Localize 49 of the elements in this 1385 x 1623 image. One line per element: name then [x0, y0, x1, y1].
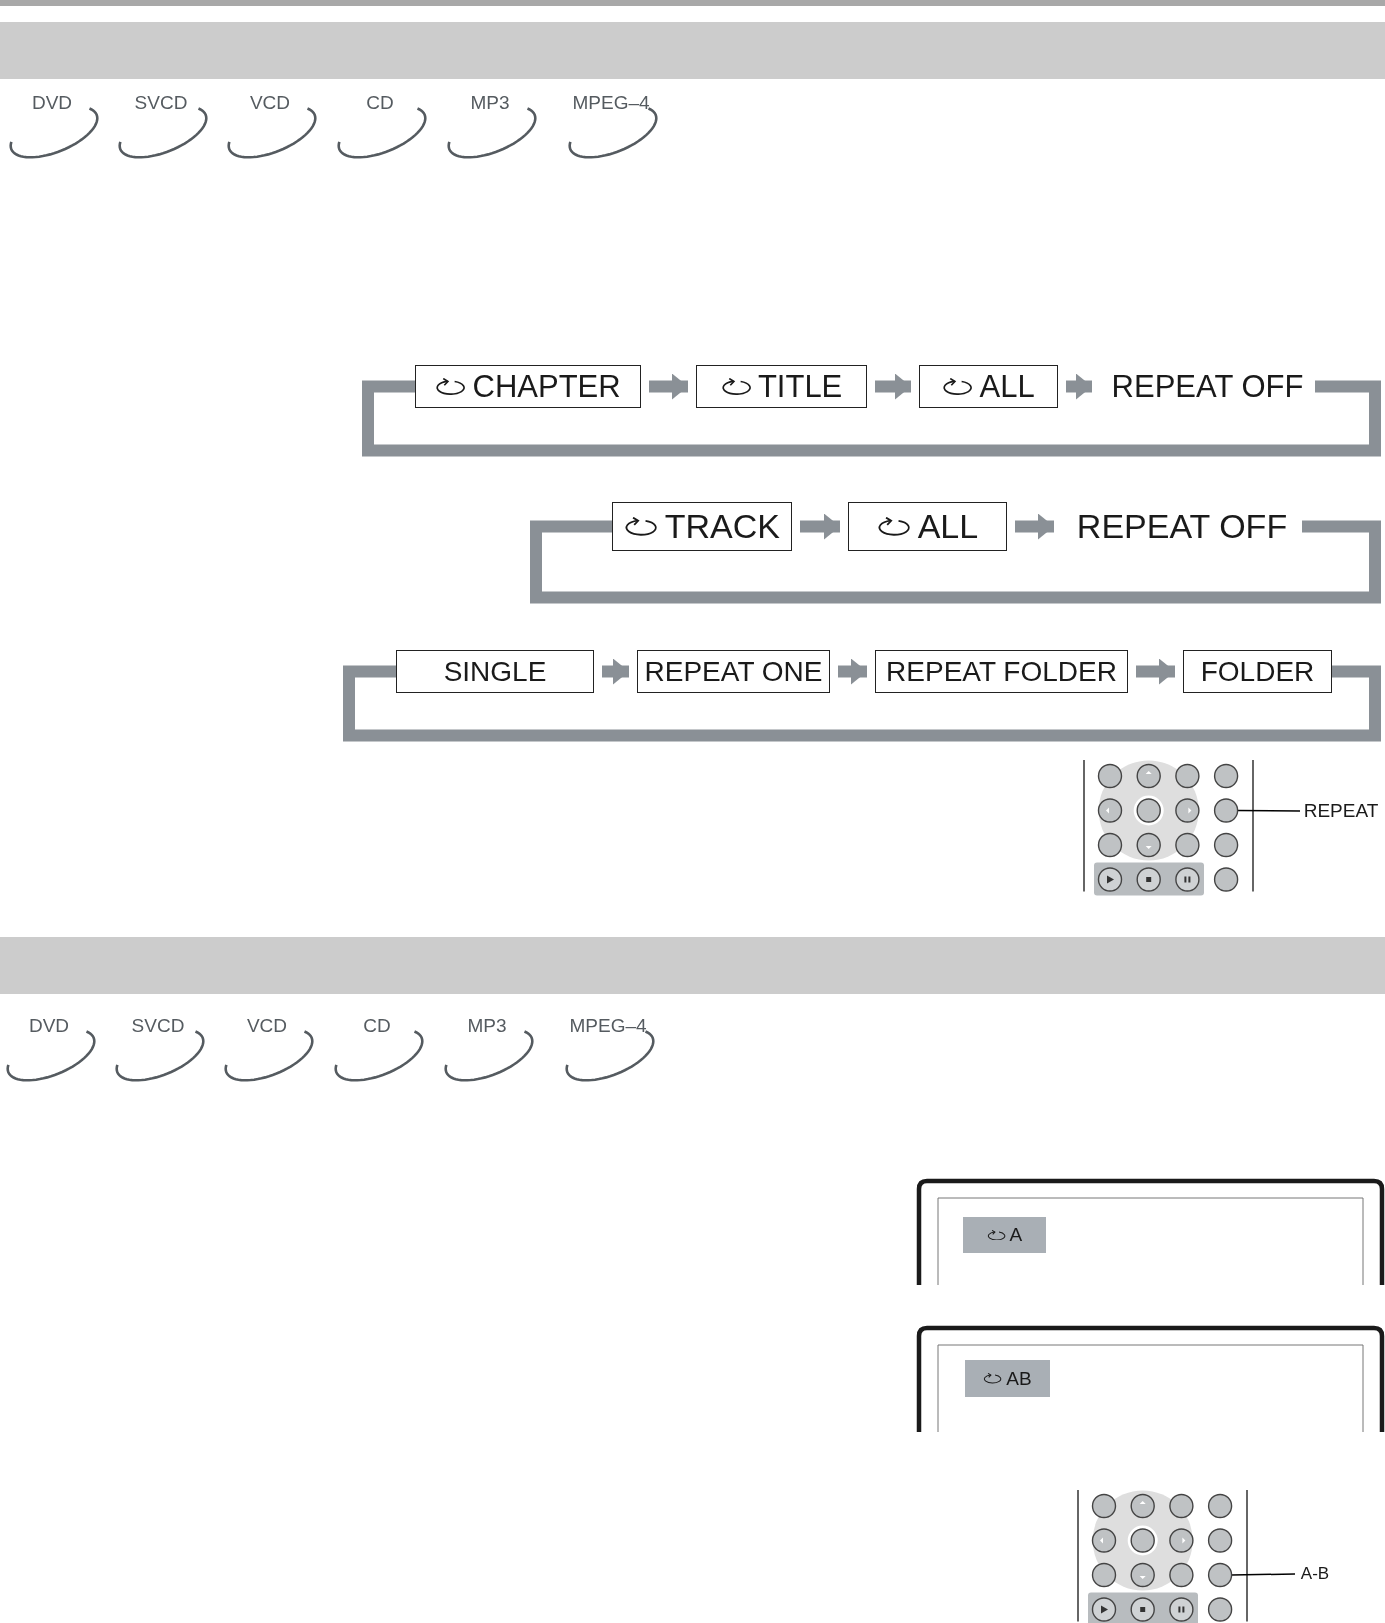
mode-label: ALL — [979, 368, 1035, 405]
mode-box — [875, 650, 1128, 693]
mode-box — [696, 365, 867, 408]
on-screen-indicator — [965, 1360, 1050, 1397]
mode-box — [415, 365, 641, 408]
mode-label: SINGLE — [443, 655, 547, 688]
mode-label: AB — [1006, 1367, 1032, 1390]
loop-back-line — [530, 520, 1381, 604]
disc-type-label: MP3 — [470, 92, 510, 114]
on-screen-indicator — [963, 1217, 1046, 1253]
disc-type-label: SVCD — [131, 1015, 185, 1037]
mode-box — [848, 502, 1007, 551]
disc-type-label: MP3 — [467, 1015, 507, 1037]
connector-arrow — [875, 373, 911, 400]
connector-arrow — [1015, 513, 1054, 540]
mode-box — [919, 365, 1058, 408]
mode-box — [1183, 650, 1332, 693]
connector-arrow — [649, 373, 688, 400]
disc-type-label: VCD — [246, 1015, 288, 1037]
mode-box — [637, 650, 830, 693]
disc-type-label: VCD — [249, 92, 291, 114]
mode-label: REPEAT OFF — [1100, 365, 1315, 408]
connector-arrow — [800, 513, 840, 540]
mode-label: TITLE — [757, 368, 843, 405]
mode-label: CHAPTER — [472, 368, 621, 405]
mode-label: REPEAT OFF — [1062, 502, 1302, 551]
remote-button — [1213, 798, 1239, 823]
mode-label: TRACK — [664, 507, 780, 546]
mode-label: REPEAT FOLDER — [886, 655, 1117, 688]
mode-label: A — [1009, 1224, 1023, 1246]
disc-type-label: MPEG–4 — [572, 92, 650, 114]
remote-button — [1207, 1562, 1233, 1588]
mode-box — [396, 650, 594, 693]
button-label: A-B — [1295, 1561, 1335, 1587]
disc-type-label: SVCD — [134, 92, 188, 114]
disc-type-label: CD — [366, 92, 394, 114]
mode-label: REPEAT ONE — [644, 655, 823, 688]
disc-type-label: DVD — [28, 1015, 70, 1037]
connector-arrow — [838, 658, 867, 685]
mode-box — [612, 502, 792, 551]
mode-label: FOLDER — [1200, 655, 1315, 688]
connector-arrow — [602, 658, 629, 685]
disc-type-label: DVD — [31, 92, 73, 114]
disc-type-label: MPEG–4 — [569, 1015, 647, 1037]
button-label: REPEAT — [1300, 798, 1382, 824]
mode-label: ALL — [917, 507, 979, 546]
connector-arrow — [1136, 658, 1175, 685]
disc-type-label: CD — [363, 1015, 391, 1037]
connector-arrow — [1066, 373, 1092, 400]
